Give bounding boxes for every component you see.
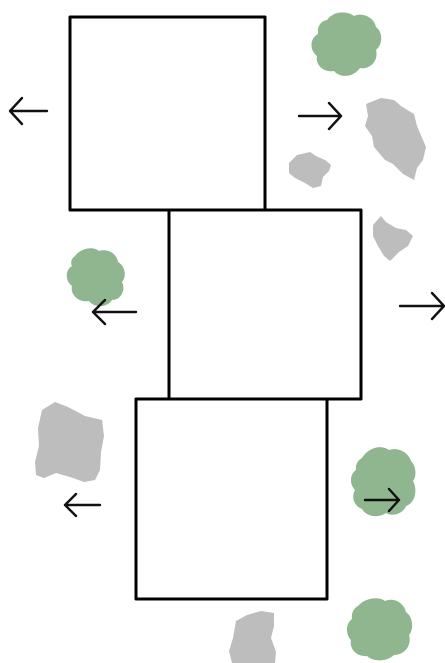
rock-icon bbox=[289, 152, 331, 188]
tree-icon bbox=[346, 598, 413, 661]
boxes bbox=[68, 15, 363, 601]
arrow-right-icon bbox=[297, 101, 343, 131]
arrow-left-icon bbox=[8, 96, 49, 126]
arrow-left-icon bbox=[63, 492, 102, 518]
rock-icon bbox=[365, 98, 426, 180]
arrows bbox=[8, 96, 445, 518]
box-middle bbox=[167, 208, 363, 401]
box-top bbox=[68, 15, 267, 212]
tree-icon bbox=[350, 447, 416, 517]
tree-icon bbox=[311, 12, 382, 76]
box-bottom bbox=[134, 397, 329, 601]
rock-icon bbox=[35, 402, 104, 482]
arrow-right-icon bbox=[363, 487, 401, 513]
tree-icon bbox=[66, 248, 125, 307]
arrow-right-icon bbox=[398, 291, 445, 321]
arrow-left-icon bbox=[91, 298, 138, 326]
rock-icon bbox=[229, 611, 276, 663]
rock-icon bbox=[373, 216, 413, 261]
